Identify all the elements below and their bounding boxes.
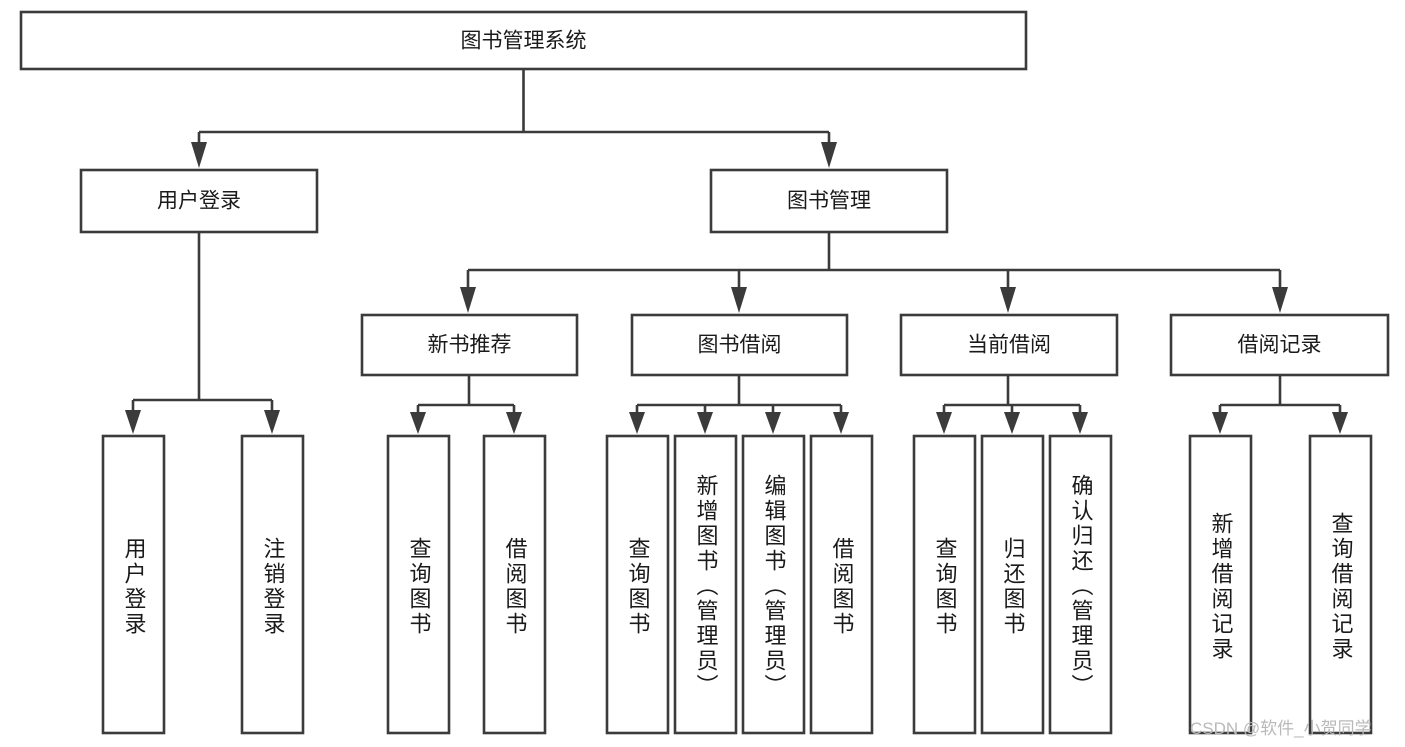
leaf-label-edit-book: 编辑图书（管理员）	[761, 474, 787, 699]
arrow-head-record	[1272, 287, 1288, 313]
node-book-management[interactable]: 图书管理	[709, 168, 949, 234]
node-root-label: 图书管理系统	[461, 30, 587, 53]
leaf-box-query-book-2[interactable]	[605, 434, 670, 735]
leaf-node[interactable]: 查询图书	[605, 434, 670, 735]
node-book-borrow-label: 图书借阅	[698, 334, 782, 357]
leaf-label-logout: 注销登录	[260, 536, 286, 637]
leaf-box-edit-book[interactable]	[741, 434, 806, 735]
arrow-head-bo-leaf-3	[765, 412, 781, 434]
leaf-box-borrow-book-1[interactable]	[482, 434, 547, 735]
leaf-box-borrow-book-2[interactable]	[809, 434, 874, 735]
node-book-borrow[interactable]: 图书借阅	[630, 313, 849, 377]
leaf-box-add-book[interactable]	[673, 434, 738, 735]
arrow-head-login-leaf-2	[264, 410, 280, 434]
arrow-head-bo-leaf-1	[629, 412, 645, 434]
leaf-box-user-login[interactable]	[101, 434, 166, 735]
arrow-head-cu-leaf-2	[1004, 412, 1020, 434]
leaf-box-add-borrow-record[interactable]	[1188, 434, 1253, 735]
node-root-box[interactable]	[19, 10, 1028, 71]
arrow-head-nb-leaf-2	[506, 412, 522, 434]
leaf-label-query-book-2: 查询图书	[625, 536, 651, 637]
arrow-head-bo-leaf-2	[697, 412, 713, 434]
node-current-borrow-label: 当前借阅	[967, 334, 1051, 357]
leaf-node[interactable]: 编辑图书（管理员）	[741, 434, 806, 735]
arrow-head-re-leaf-1	[1212, 412, 1228, 434]
leaf-label-add-book: 新增图书（管理员）	[693, 474, 719, 699]
node-borrow-record-box[interactable]	[1169, 313, 1390, 377]
leaf-box-query-book-1[interactable]	[386, 434, 451, 735]
node-current-borrow[interactable]: 当前借阅	[899, 313, 1119, 377]
leaf-node[interactable]: 确认归还（管理员）	[1048, 434, 1113, 735]
arrow-head-cu-leaf-3	[1072, 412, 1088, 434]
leaf-node[interactable]: 查询图书	[386, 434, 451, 735]
node-user-login-label: 用户登录	[157, 190, 241, 213]
node-user-login-box[interactable]	[79, 168, 319, 234]
leaf-node[interactable]: 查询借阅记录	[1308, 434, 1373, 735]
leaf-box-query-book-3[interactable]	[912, 434, 977, 735]
arrow-head-cu-leaf-1	[936, 412, 952, 434]
node-book-management-box[interactable]	[709, 168, 949, 234]
edge-group	[125, 69, 1348, 434]
leaf-label-query-book-1: 查询图书	[406, 536, 432, 637]
arrow-head-login-leaf-1	[125, 410, 141, 434]
leaf-label-borrow-book-1: 借阅图书	[502, 536, 528, 637]
arrow-head-borrow	[731, 287, 747, 313]
leaf-node[interactable]: 用户登录	[101, 434, 166, 735]
arrow-head-newbook	[460, 287, 476, 313]
watermark: CSDN @软件_小贺同学	[1190, 719, 1372, 738]
arrow-head-bo-leaf-4	[833, 412, 849, 434]
leaf-label-query-borrow-record: 查询借阅记录	[1328, 511, 1354, 662]
leaf-box-logout[interactable]	[240, 434, 305, 735]
node-user-login[interactable]: 用户登录	[79, 168, 319, 234]
arrow-head-current	[1000, 287, 1016, 313]
leaf-group: 用户登录 注销登录 查询图书 借阅图书	[101, 434, 1373, 735]
leaf-label-query-book-3: 查询图书	[932, 536, 958, 637]
arrow-head-nb-leaf-1	[410, 412, 426, 434]
node-new-book-recommend-box[interactable]	[360, 313, 579, 377]
node-book-borrow-box[interactable]	[630, 313, 849, 377]
node-new-book-recommend[interactable]: 新书推荐	[360, 313, 579, 377]
leaf-node[interactable]: 注销登录	[240, 434, 305, 735]
leaf-box-return-book[interactable]	[980, 434, 1045, 735]
node-book-management-label: 图书管理	[787, 190, 871, 213]
leaf-node[interactable]: 新增图书（管理员）	[673, 434, 738, 735]
leaf-label-confirm-return: 确认归还（管理员）	[1068, 474, 1094, 699]
node-borrow-record-label: 借阅记录	[1238, 334, 1322, 357]
leaf-node[interactable]: 新增借阅记录	[1188, 434, 1253, 735]
arrow-head-to-login	[191, 142, 207, 168]
leaf-node[interactable]: 借阅图书	[809, 434, 874, 735]
leaf-label-borrow-book-2: 借阅图书	[829, 536, 855, 637]
leaf-node[interactable]: 借阅图书	[482, 434, 547, 735]
leaf-node[interactable]: 查询图书	[912, 434, 977, 735]
leaf-box-query-borrow-record[interactable]	[1308, 434, 1373, 735]
leaf-box-confirm-return[interactable]	[1048, 434, 1113, 735]
node-new-book-recommend-label: 新书推荐	[428, 334, 512, 357]
leaf-label-user-login: 用户登录	[121, 536, 147, 637]
arrow-head-to-bookmgmt	[821, 142, 837, 168]
arrow-head-re-leaf-2	[1332, 412, 1348, 434]
leaf-label-add-borrow-record: 新增借阅记录	[1208, 511, 1234, 662]
leaf-node[interactable]: 归还图书	[980, 434, 1045, 735]
node-borrow-record[interactable]: 借阅记录	[1169, 313, 1390, 377]
node-root[interactable]: 图书管理系统	[19, 10, 1028, 71]
node-current-borrow-box[interactable]	[899, 313, 1119, 377]
leaf-label-return-book: 归还图书	[1000, 536, 1026, 637]
